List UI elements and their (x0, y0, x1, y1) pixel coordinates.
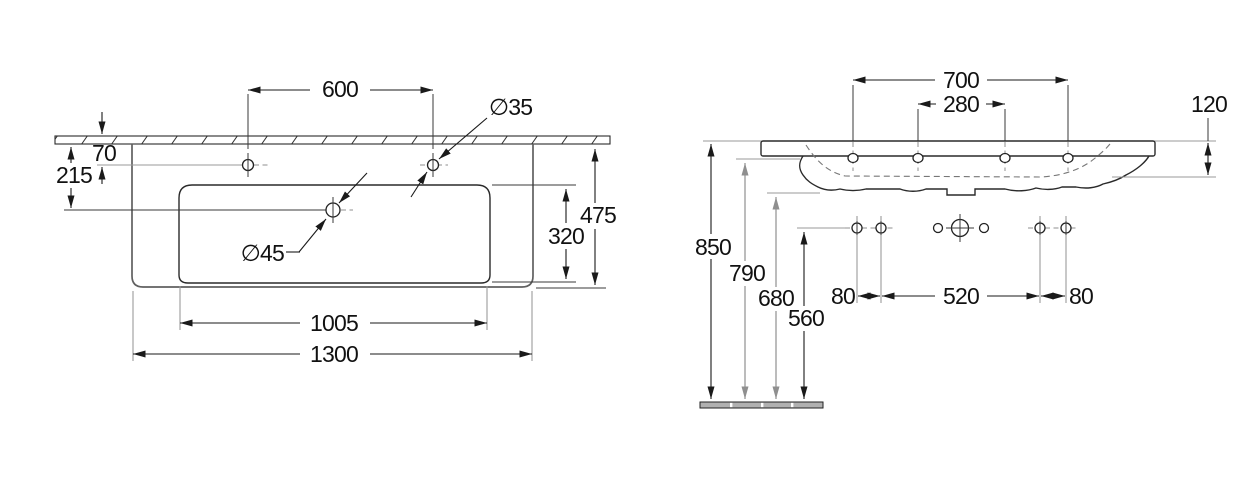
callout-d45-label: ∅45 (241, 240, 284, 266)
dim-80-right-label: 80 (1069, 283, 1093, 309)
dim-80-520-80: 80 520 80 (831, 283, 1094, 309)
dim-560-label: 560 (788, 305, 824, 331)
rim-slab (760, 140, 1156, 157)
tap-hole-left (241, 153, 255, 177)
dim-700-label: 700 (943, 67, 979, 93)
dim-215-label: 215 (56, 162, 92, 188)
dim-790-label: 790 (729, 260, 765, 286)
dim-790: 790 (729, 163, 766, 399)
overflow-hole (978, 222, 990, 234)
dim-475: 475 (536, 149, 617, 289)
tap-hole (847, 152, 859, 164)
dim-320: 320 (492, 184, 585, 283)
dim-850: 850 (695, 144, 732, 399)
dim-1300: 1300 (132, 291, 533, 367)
callout-d35: ∅35 (410, 94, 533, 198)
dim-80-left-label: 80 (831, 283, 855, 309)
wall-section-strip (54, 135, 611, 145)
basin-outer-outline (131, 144, 534, 288)
plan-view: 600 70 215 ∅35 (54, 76, 617, 367)
drain-hole (325, 197, 341, 223)
dim-1005-label: 1005 (310, 310, 358, 336)
overflow-hole (932, 222, 944, 234)
dim-560: 560 (788, 232, 825, 399)
dim-700: 700 (853, 67, 1068, 93)
dim-600-label: 600 (322, 76, 358, 102)
dim-280: 280 (918, 91, 1005, 117)
dim-1300-label: 1300 (310, 341, 358, 367)
floor-section-strip (699, 401, 824, 409)
bowl-hidden-contour (805, 143, 1111, 178)
dim-850-label: 850 (695, 234, 731, 260)
dim-600: 600 (247, 76, 434, 149)
dim-120: 120 (1112, 91, 1228, 178)
dim-680-label: 680 (758, 285, 794, 311)
dim-1005: 1005 (179, 286, 488, 336)
dim-120-label: 120 (1191, 91, 1227, 117)
tap-hole (912, 152, 924, 164)
tap-hole (1062, 152, 1074, 164)
dim-280-label: 280 (943, 91, 979, 117)
basin-bowl-outline (178, 184, 491, 284)
dim-70: 70 (92, 112, 117, 184)
elevation-view: 700 280 120 850 790 (695, 67, 1228, 409)
bowl-underside-profile (798, 155, 1150, 196)
dim-320-label: 320 (548, 223, 584, 249)
dim-520-label: 520 (943, 283, 979, 309)
dim-680: 680 (758, 197, 795, 399)
dim-475-label: 475 (580, 202, 616, 228)
tap-hole-right (426, 153, 440, 177)
dim-70-label: 70 (92, 140, 116, 166)
callout-d35-label: ∅35 (489, 94, 532, 120)
deck-tap-holes (847, 152, 1074, 164)
callout-d45: ∅45 (241, 172, 368, 266)
fixing-holes-row (845, 214, 1078, 303)
dim-215: 215 (56, 147, 93, 208)
tap-hole (999, 152, 1011, 164)
